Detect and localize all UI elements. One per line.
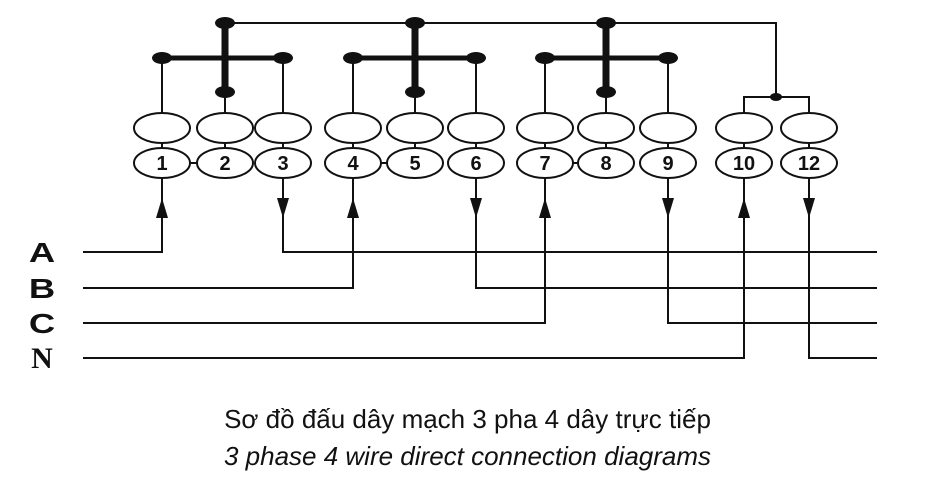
terminal-upper-oval xyxy=(386,112,444,144)
terminal-number: 2 xyxy=(219,153,230,175)
terminal-lower-oval xyxy=(639,147,697,179)
terminal-upper-oval xyxy=(639,112,697,144)
terminal-upper-oval xyxy=(133,112,191,144)
terminal-lower-oval xyxy=(196,147,254,179)
terminal-lower-oval xyxy=(254,147,312,179)
terminal-number: 7 xyxy=(539,153,550,175)
terminal-3: 3 xyxy=(254,112,312,179)
caption-vietnamese: Sơ đồ đấu dây mạch 3 pha 4 dây trực tiếp xyxy=(224,404,711,434)
phase-B-supply-wire xyxy=(83,178,354,289)
caption-english: 3 phase 4 wire direct connection diagram… xyxy=(223,441,712,471)
terminal-lower-oval xyxy=(386,147,444,179)
terminal-7: 7 xyxy=(516,112,574,179)
phase-N-load-wire xyxy=(808,178,877,359)
terminal-upper-oval xyxy=(577,112,635,144)
terminal-number: 8 xyxy=(600,153,611,175)
phase-C-load-wire xyxy=(667,178,877,324)
terminal-12: 12 xyxy=(780,112,838,179)
cross-top-node xyxy=(596,17,616,29)
arrow-down-icon xyxy=(277,198,289,218)
terminal-number: 1 xyxy=(156,153,167,175)
terminal-number: 3 xyxy=(277,153,288,175)
terminal-10: 10 xyxy=(715,112,773,179)
terminal-2: 2 xyxy=(196,112,254,179)
terminal-number: 10 xyxy=(733,153,755,175)
arrow-up-icon xyxy=(539,198,551,218)
terminal-number: 5 xyxy=(409,153,420,175)
terminal-number: 12 xyxy=(798,153,820,175)
terminal-number: 9 xyxy=(662,153,673,175)
arrow-up-icon xyxy=(347,198,359,218)
terminal-8: 8 xyxy=(577,112,635,179)
terminal-upper-oval xyxy=(324,112,382,144)
neutral-bus-wire xyxy=(225,22,777,97)
neutral-junction-dot xyxy=(770,93,782,101)
arrow-down-icon xyxy=(662,198,674,218)
terminal-9: 9 xyxy=(639,112,697,179)
cross-top-node xyxy=(405,17,425,29)
phase-label-N: N xyxy=(31,342,53,375)
terminal-5: 5 xyxy=(386,112,444,179)
terminal-lower-oval xyxy=(577,147,635,179)
terminal-number: 4 xyxy=(347,153,359,175)
phase-A-load-wire xyxy=(282,178,877,253)
terminal-upper-oval xyxy=(715,112,773,144)
terminal-lower-oval xyxy=(516,147,574,179)
terminal-upper-oval xyxy=(516,112,574,144)
terminal-6: 6 xyxy=(447,112,505,179)
terminal-1: 1 xyxy=(133,112,191,179)
arrow-up-icon xyxy=(738,198,750,218)
terminal-lower-oval xyxy=(447,147,505,179)
cross-top-node xyxy=(215,17,235,29)
phase-B-load-wire xyxy=(475,178,877,289)
phase-C-supply-wire xyxy=(83,178,546,324)
terminal-lower-oval xyxy=(780,147,838,179)
arrow-down-icon xyxy=(803,198,815,218)
phase-A-supply-wire xyxy=(83,178,163,253)
phase-N-supply-wire xyxy=(83,178,745,359)
wires-layer xyxy=(83,17,877,359)
terminal-lower-oval xyxy=(133,147,191,179)
terminal-number: 6 xyxy=(470,153,481,175)
terminal-upper-oval xyxy=(447,112,505,144)
terminal-upper-oval xyxy=(780,112,838,144)
terminal-4: 4 xyxy=(324,112,382,179)
phase-label-A: A xyxy=(29,237,55,268)
phase-label-B: B xyxy=(29,273,55,304)
arrow-up-icon xyxy=(156,198,168,218)
phase-label-C: C xyxy=(29,308,55,339)
arrow-down-icon xyxy=(470,198,482,218)
terminal-lower-oval xyxy=(324,147,382,179)
terminal-upper-oval xyxy=(254,112,312,144)
terminal-lower-oval xyxy=(715,147,773,179)
terminal-upper-oval xyxy=(196,112,254,144)
